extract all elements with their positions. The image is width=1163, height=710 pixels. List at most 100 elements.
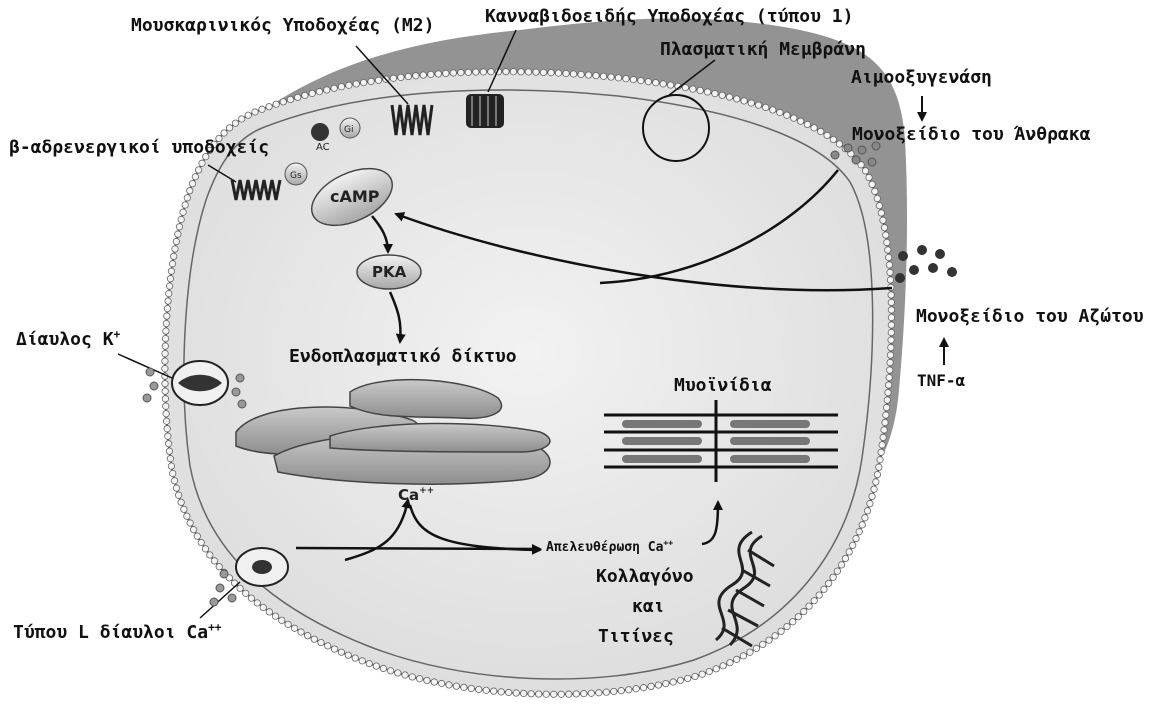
- lipid-head: [324, 87, 330, 93]
- lipid-head: [199, 160, 205, 166]
- lipid-head: [409, 674, 415, 680]
- label-ca-release: Απελευθέρωση Ca++: [546, 541, 673, 554]
- lipid-head: [238, 116, 244, 122]
- lipid-head: [821, 586, 827, 592]
- lipid-head: [878, 449, 884, 455]
- lipid-head: [189, 180, 195, 186]
- lipid-head: [273, 101, 279, 107]
- lipid-head: [316, 88, 322, 94]
- lipid-head: [483, 687, 489, 693]
- lipid-head: [566, 691, 572, 697]
- lipid-head: [888, 314, 894, 320]
- lipid-head: [824, 132, 830, 138]
- lipid-head: [169, 261, 175, 267]
- lipid-head: [513, 690, 519, 696]
- lipid-head: [596, 690, 602, 696]
- lipid-head: [543, 691, 549, 697]
- lipid-head: [692, 673, 698, 679]
- lipid-head: [338, 649, 344, 655]
- lipid-head: [428, 71, 434, 77]
- label-l-type-channel: Τύπου L δίαυλοι Ca++: [13, 624, 222, 642]
- lipid-head: [883, 232, 889, 238]
- lipid-head: [611, 688, 617, 694]
- lipid-head: [733, 656, 739, 662]
- lipid-head: [727, 659, 733, 665]
- lipid-head: [682, 84, 688, 90]
- lipid-head: [872, 188, 878, 194]
- lipid-head: [446, 682, 452, 688]
- lipid-head: [886, 262, 892, 268]
- lipid-head: [248, 595, 254, 601]
- lipid-head: [850, 542, 856, 548]
- adenylyl-cyclase-text: AC: [316, 142, 330, 153]
- lipid-head: [887, 359, 893, 365]
- lipid-head: [719, 92, 725, 98]
- lipid-head: [272, 613, 278, 619]
- label-beta-adrenergic: β-αδρενεργικοί υποδοχείς: [9, 139, 269, 157]
- lipid-head: [259, 106, 265, 112]
- lipid-head: [221, 130, 227, 136]
- lipid-head: [390, 75, 396, 81]
- lipid-head: [645, 78, 651, 84]
- lipid-head: [163, 403, 169, 409]
- lipid-head: [180, 209, 186, 215]
- lipid-head: [871, 486, 877, 492]
- lipid-head: [685, 675, 691, 681]
- lipid-head: [570, 71, 576, 77]
- lipid-head: [498, 689, 504, 695]
- lipid-head: [178, 216, 184, 222]
- label-myofibrils: Μυοϊνίδια: [674, 377, 772, 395]
- lipid-head: [226, 125, 232, 131]
- lipid-head: [254, 600, 260, 606]
- lipid-head: [473, 69, 479, 75]
- lipid-head: [387, 668, 393, 674]
- lipid-head: [280, 99, 286, 105]
- lipid-head: [192, 174, 198, 180]
- lipid-head: [465, 69, 471, 75]
- lipid-head: [887, 269, 893, 275]
- lipid-head: [402, 672, 408, 678]
- label-collagen-line2: και: [632, 598, 665, 616]
- lipid-head: [697, 87, 703, 93]
- lipid-head: [503, 68, 509, 74]
- lipid-head: [443, 70, 449, 76]
- lipid-head: [162, 396, 168, 402]
- lipid-head: [888, 299, 894, 305]
- lipid-head: [726, 94, 732, 100]
- lipid-head: [869, 181, 875, 187]
- label-tnf-alpha: TNF-α: [917, 373, 965, 389]
- lipid-head: [755, 102, 761, 108]
- lipid-head: [706, 668, 712, 674]
- lipid-head: [171, 478, 177, 484]
- lipid-head: [853, 535, 859, 541]
- lipid-head: [877, 457, 883, 463]
- lipid-head: [811, 598, 817, 604]
- lipid-head: [520, 690, 526, 696]
- lipid-head: [626, 687, 632, 693]
- lipid-head: [533, 69, 539, 75]
- lipid-head: [164, 426, 170, 432]
- lipid-head: [866, 174, 872, 180]
- lipid-head: [211, 558, 217, 564]
- lipid-head: [882, 419, 888, 425]
- lipid-head: [359, 658, 365, 664]
- lipid-head: [633, 686, 639, 692]
- lipid-head: [878, 210, 884, 216]
- lipid-head: [294, 94, 300, 100]
- lipid-head: [830, 574, 836, 580]
- lipid-head: [874, 471, 880, 477]
- label-hemoxygenase: Αιμοοξυγενάση: [851, 69, 992, 87]
- lipid-head: [458, 69, 464, 75]
- lipid-head: [304, 632, 310, 638]
- lipid-head: [887, 352, 893, 358]
- lipid-head: [366, 660, 372, 666]
- lipid-head: [413, 73, 419, 79]
- lipid-head: [168, 268, 174, 274]
- lipid-head: [338, 84, 344, 90]
- lipid-head: [734, 96, 740, 102]
- lipid-head: [438, 680, 444, 686]
- lipid-head: [175, 231, 181, 237]
- lipid-head: [232, 120, 238, 126]
- lipid-head: [318, 639, 324, 645]
